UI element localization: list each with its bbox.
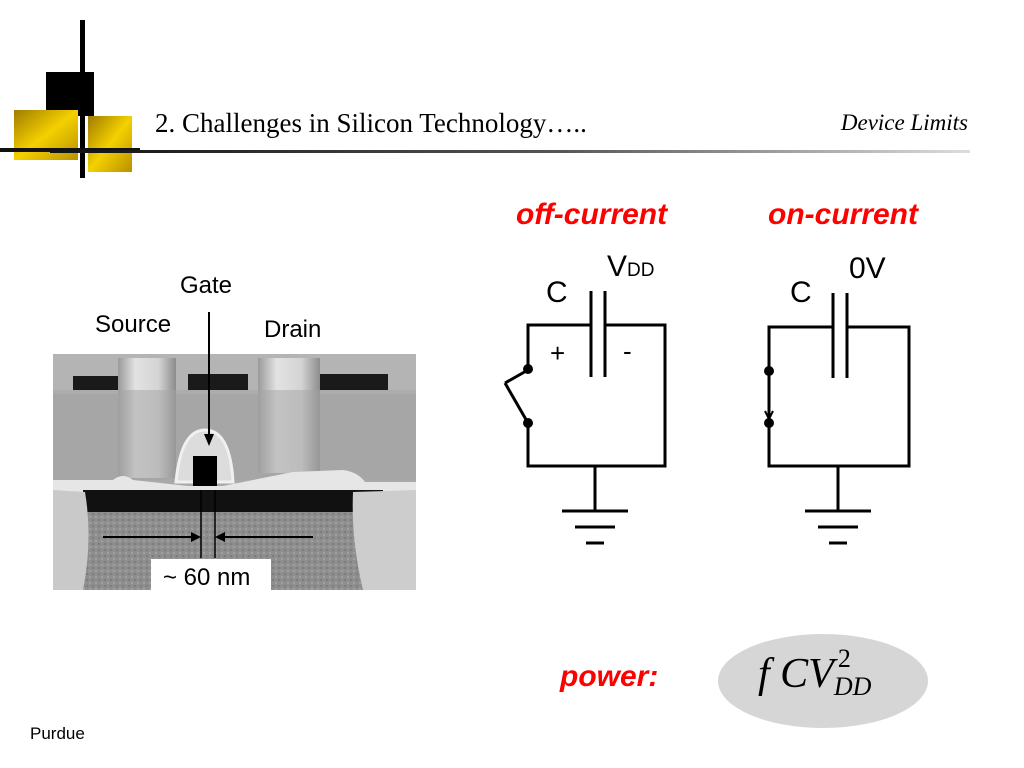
section-label: Device Limits (840, 110, 968, 135)
source-label: Source (95, 311, 172, 338)
off-current-heading: off-current (516, 198, 668, 231)
transistor-micrograph (53, 312, 416, 591)
formula-subscript: DD (833, 672, 872, 701)
formula-ellipse (718, 634, 928, 728)
scale-label: ~ 60 nm (163, 564, 251, 591)
vdd-label: VDD (607, 250, 654, 284)
formula-f: f (758, 651, 770, 697)
off-current-circuit (503, 291, 667, 545)
slide-title: 2. Challenges in Silicon Technology….. (155, 108, 587, 138)
logo-gold-square-right (88, 116, 132, 172)
vdd-main: V (607, 250, 628, 283)
logo-black-square (46, 72, 94, 116)
on-current-heading: on-current (768, 198, 918, 231)
plus-label: + (550, 338, 566, 368)
zero-volt-label: 0V (849, 252, 886, 285)
on-capacitor-label: C (790, 276, 812, 309)
vdd-sub: DD (627, 260, 655, 281)
power-label: power: (560, 660, 659, 693)
drain-label: Drain (264, 316, 322, 343)
minus-label: - (623, 336, 632, 366)
on-current-circuit (764, 293, 911, 545)
formula-cv: CV (780, 651, 834, 697)
gate-label: Gate (180, 272, 233, 299)
header-rule (50, 150, 970, 153)
formula-exponent: 2 (837, 644, 851, 673)
off-capacitor-label: C (546, 276, 568, 309)
power-formula: f CV 2 DD (758, 644, 876, 701)
footer-label: Purdue (30, 724, 85, 743)
header-logo-squares (0, 20, 140, 178)
